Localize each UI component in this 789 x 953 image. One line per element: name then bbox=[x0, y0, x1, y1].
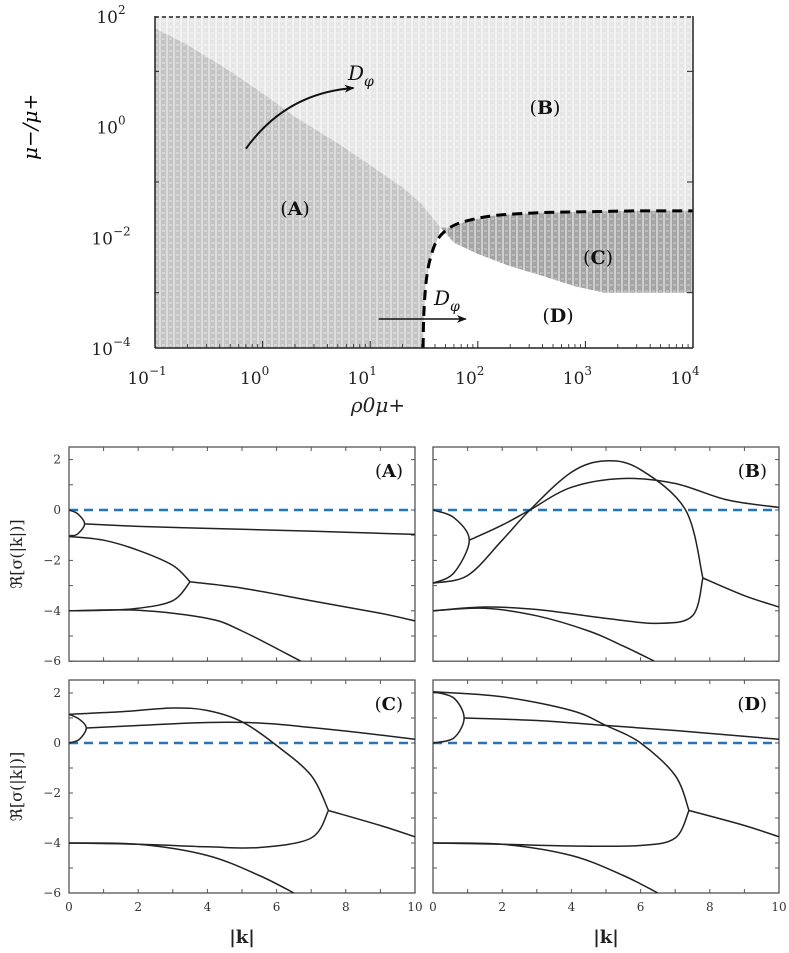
curved-arrow bbox=[245, 84, 355, 150]
dispersion-curve-loop_lower bbox=[433, 577, 704, 625]
panel-frame bbox=[68, 679, 416, 894]
dispersion-panel-d: 0 2 4 6 8 10 |k| (D) bbox=[429, 679, 787, 948]
x-tick-label: 2 bbox=[134, 900, 142, 914]
y-axis-label: ℜ[σ(|k|)] bbox=[7, 519, 26, 588]
panel-tag: (C) bbox=[375, 694, 403, 715]
x-tick-label: 102 bbox=[455, 364, 484, 389]
x-tick-label: 4 bbox=[568, 900, 576, 914]
region-label-a: (A) bbox=[280, 198, 310, 220]
dispersion-curve-branch3 bbox=[433, 842, 659, 893]
dispersion-panel-c: 2 0 −2 −4 −6 ℜ[σ(|k|)] 0 2 4 6 8 10 |k| (C) bbox=[7, 679, 423, 948]
y-tick-label: 10−2 bbox=[91, 224, 130, 249]
region-a-area bbox=[155, 28, 441, 348]
y-tick-label: 0 bbox=[53, 736, 61, 750]
y-tick-label: −2 bbox=[43, 786, 61, 800]
region-label-d: (D) bbox=[542, 305, 573, 327]
panel-frame bbox=[68, 446, 416, 662]
x-tick-label: 104 bbox=[670, 364, 700, 389]
dispersion-curve-tail bbox=[328, 809, 415, 838]
x-tick-label: 2 bbox=[498, 900, 506, 914]
d-phi-label-2: Dφ bbox=[433, 286, 460, 315]
x-tick-label: 4 bbox=[204, 900, 212, 914]
dispersion-curve-branch1 bbox=[86, 721, 415, 741]
y-axis-label: ℜ[σ(|k|)] bbox=[7, 752, 26, 821]
dispersion-curve-branch2 bbox=[190, 581, 415, 622]
x-axis-label: |k| bbox=[229, 927, 255, 948]
x-tick-label: 0 bbox=[65, 900, 73, 914]
y-tick-label: 2 bbox=[53, 686, 61, 700]
phase-diagram: 10−1 100 101 102 103 104 102 100 10−2 10−4 ρ0μ+ Dφ… bbox=[91, 3, 700, 417]
x-tick-label: 0 bbox=[429, 900, 437, 914]
x-axis-label: ρ0μ+ bbox=[350, 393, 405, 417]
region-label-b: (B) bbox=[530, 97, 561, 119]
x-axis-label: |k| bbox=[593, 927, 619, 948]
region-label-c: (C) bbox=[583, 247, 613, 269]
dispersion-curve-upper_arc bbox=[433, 691, 690, 811]
dashed-boundary bbox=[421, 209, 693, 348]
y-tick-label: −4 bbox=[43, 604, 61, 618]
y-tick-label: −6 bbox=[43, 886, 61, 900]
dispersion-curve-branch_a bbox=[468, 477, 779, 541]
panel-tag: (A) bbox=[375, 461, 403, 482]
panel-frame bbox=[432, 679, 780, 894]
dispersion-curve-tail bbox=[702, 577, 779, 608]
panel-tag: (B) bbox=[738, 461, 767, 482]
dispersion-curve-loop_upper bbox=[69, 535, 191, 583]
x-tick-label: 6 bbox=[637, 900, 645, 914]
dispersion-curve-branch_b bbox=[433, 460, 704, 584]
y-tick-label: −4 bbox=[43, 836, 61, 850]
ylabel-text: μ−/μ+ bbox=[18, 93, 42, 160]
x-tick-label: 10 bbox=[771, 900, 786, 914]
dispersion-curve-branch1 bbox=[84, 523, 415, 536]
dispersion-curve-branch3 bbox=[69, 609, 302, 661]
y-tick-label: 10−4 bbox=[91, 335, 131, 360]
y-tick-label: −6 bbox=[43, 654, 61, 668]
x-tick-label: 6 bbox=[273, 900, 281, 914]
dispersion-panel-b: (B) bbox=[432, 446, 780, 662]
x-tick-label: 101 bbox=[348, 364, 377, 389]
dispersion-curve-tail bbox=[688, 809, 779, 838]
x-tick-label: 10 bbox=[407, 900, 422, 914]
dispersion-curve-branch3 bbox=[433, 607, 655, 661]
top-ylabel: μ−/μ+ bbox=[18, 94, 42, 160]
y-tick-label: 0 bbox=[53, 503, 61, 517]
region-c-area bbox=[440, 210, 693, 293]
region-d-area bbox=[423, 227, 693, 348]
x-tick-label: 100 bbox=[240, 364, 269, 389]
y-tick-label: 100 bbox=[96, 114, 125, 139]
d-phi-label: Dφ bbox=[347, 61, 374, 90]
y-tick-label: 2 bbox=[53, 453, 61, 467]
x-tick-label: 10−1 bbox=[127, 364, 166, 389]
x-tick-label: 103 bbox=[563, 364, 592, 389]
y-tick-label: −2 bbox=[43, 553, 61, 567]
y-tick-label: 102 bbox=[96, 3, 125, 28]
x-tick-label: 8 bbox=[342, 900, 350, 914]
dispersion-panel-a: 2 0 −2 −4 −6 ℜ[σ(|k|)] (A) bbox=[7, 446, 416, 668]
dispersion-curve-upper_arc bbox=[69, 707, 330, 811]
x-tick-label: 8 bbox=[706, 900, 714, 914]
dispersion-curve-branch3 bbox=[69, 842, 295, 893]
panel-tag: (D) bbox=[737, 694, 767, 715]
